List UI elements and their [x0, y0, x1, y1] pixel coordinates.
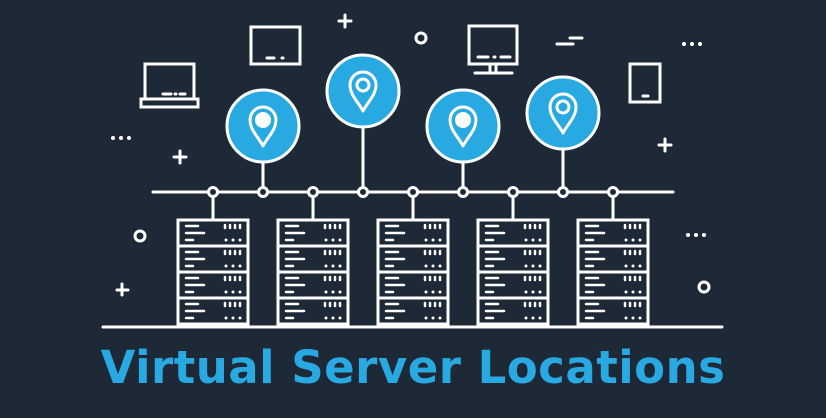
- laptop-icon: [139, 62, 200, 109]
- banner-title: Virtual Server Locations: [100, 341, 726, 394]
- network-nodes: [207, 186, 619, 198]
- monitor-icon: [467, 24, 519, 75]
- server-rack-5: [578, 220, 648, 324]
- location-pin-3: [425, 88, 501, 164]
- tablet-portrait-icon: [628, 62, 662, 104]
- server-rack-3: [378, 220, 448, 324]
- location-pin-4: [525, 75, 601, 151]
- server-rack-4: [478, 220, 548, 324]
- server-rack-2: [278, 220, 348, 324]
- server-rack-1: [178, 220, 248, 324]
- tablet-landscape-icon: [249, 25, 302, 66]
- location-pin-2: [325, 53, 401, 129]
- decor-dash-icons: [555, 36, 584, 46]
- decor-ring-icons: [133, 31, 711, 294]
- decor-plus-icons: [115, 13, 673, 297]
- location-pin-1: [225, 88, 301, 164]
- decor-dots-icons: [111, 42, 706, 237]
